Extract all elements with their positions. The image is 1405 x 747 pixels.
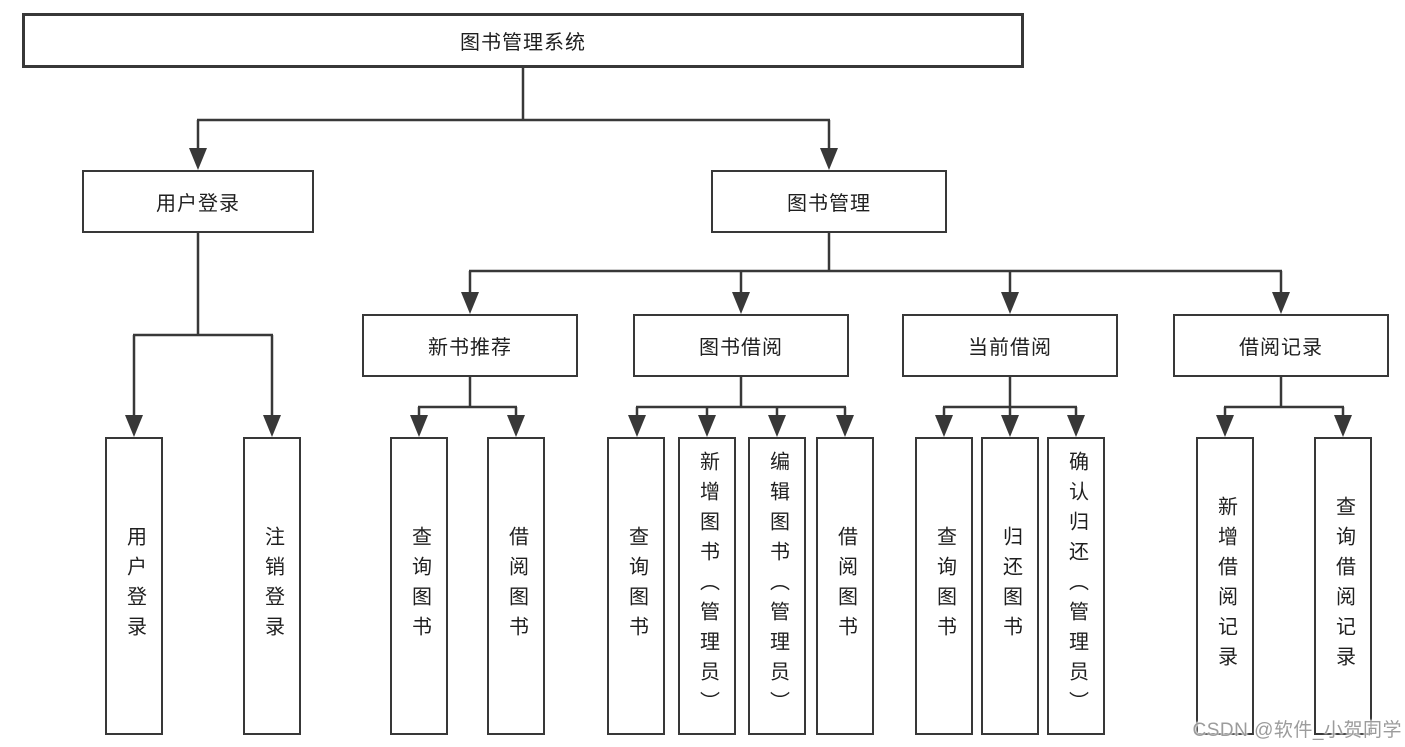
node-user-login: 用户登录 [82, 170, 314, 233]
watermark: CSDN @软件_小贺同学 [1192, 720, 1402, 741]
node-label: 新增图书（管理员） [696, 451, 719, 721]
leaf-query-borrow-record: 查询借阅记录 [1314, 437, 1372, 735]
node-book-management: 图书管理 [711, 170, 947, 233]
leaf-confirm-return-admin: 确认归还（管理员） [1047, 437, 1105, 735]
connector-current-borrowing-to-leaves [935, 377, 1085, 437]
arrowhead-down [732, 292, 750, 314]
leaf-borrow-books-recommend: 借阅图书 [487, 437, 545, 735]
node-label: 新书推荐 [428, 337, 512, 359]
node-label: 归还图书 [999, 526, 1022, 646]
node-label: 图书借阅 [699, 337, 783, 359]
leaf-borrow-books: 借阅图书 [816, 437, 874, 735]
leaf-query-books-current: 查询图书 [915, 437, 973, 735]
arrowhead-down [189, 148, 207, 170]
leaf-return-books: 归还图书 [981, 437, 1039, 735]
arrowhead-down [410, 415, 428, 437]
node-label: 图书管理系统 [460, 32, 586, 54]
connector-borrowing-records-to-leaves [1216, 377, 1352, 437]
node-new-book-recommendation: 新书推荐 [362, 314, 578, 377]
node-label: 编辑图书（管理员） [766, 451, 789, 721]
arrowhead-down [820, 148, 838, 170]
leaf-query-books-borrowing: 查询图书 [607, 437, 665, 735]
arrowhead-down [1334, 415, 1352, 437]
connector-user-login-to-leaves [125, 233, 281, 437]
node-label: 用户登录 [123, 526, 146, 646]
arrowhead-down [628, 415, 646, 437]
node-label: 查询图书 [408, 526, 431, 646]
arrowhead-down [1067, 415, 1085, 437]
node-label: 借阅记录 [1239, 337, 1323, 359]
leaf-logout: 注销登录 [243, 437, 301, 735]
arrowhead-down [263, 415, 281, 437]
arrowhead-down [698, 415, 716, 437]
arrowhead-down [507, 415, 525, 437]
arrowhead-down [1001, 415, 1019, 437]
arrowhead-down [125, 415, 143, 437]
connector-book-borrowing-to-leaves [628, 377, 854, 437]
node-label: 借阅图书 [505, 526, 528, 646]
arrowhead-down [935, 415, 953, 437]
leaf-add-books-admin: 新增图书（管理员） [678, 437, 736, 735]
node-library-management-system: 图书管理系统 [22, 13, 1024, 68]
node-label: 查询图书 [625, 526, 648, 646]
leaf-edit-books-admin: 编辑图书（管理员） [748, 437, 806, 735]
node-label: 查询借阅记录 [1332, 496, 1355, 676]
node-label: 确认归还（管理员） [1065, 451, 1088, 721]
node-label: 查询图书 [933, 526, 956, 646]
arrowhead-down [1216, 415, 1234, 437]
arrowhead-down [836, 415, 854, 437]
connector-root-to-level2 [189, 68, 838, 170]
node-label: 借阅图书 [834, 526, 857, 646]
leaf-add-borrow-record: 新增借阅记录 [1196, 437, 1254, 735]
node-label: 新增借阅记录 [1214, 496, 1237, 676]
node-current-borrowing: 当前借阅 [902, 314, 1118, 377]
connector-book-management-to-level3 [461, 233, 1290, 314]
node-label: 注销登录 [261, 526, 284, 646]
arrowhead-down [1001, 292, 1019, 314]
arrowhead-down [461, 292, 479, 314]
node-borrowing-records: 借阅记录 [1173, 314, 1389, 377]
leaf-query-books-recommend: 查询图书 [390, 437, 448, 735]
node-book-borrowing: 图书借阅 [633, 314, 849, 377]
node-label: 用户登录 [156, 193, 240, 215]
node-label: 图书管理 [787, 193, 871, 215]
arrowhead-down [768, 415, 786, 437]
connector-new-book-to-leaves [410, 377, 525, 437]
arrowhead-down [1272, 292, 1290, 314]
node-label: 当前借阅 [968, 337, 1052, 359]
leaf-user-login: 用户登录 [105, 437, 163, 735]
